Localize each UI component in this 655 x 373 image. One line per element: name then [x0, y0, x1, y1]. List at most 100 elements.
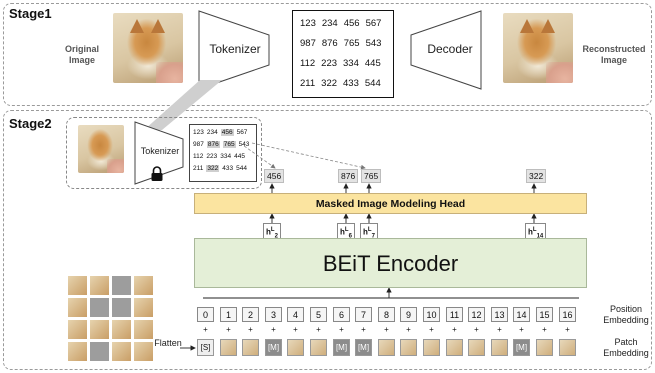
plus-sign: +	[248, 325, 253, 334]
mini-code-value: 322	[206, 164, 220, 172]
mask-token: [M]	[513, 339, 530, 356]
code-value: 234	[321, 17, 338, 29]
start-token: [S]	[197, 339, 214, 356]
plus-sign: +	[452, 325, 457, 334]
position-embedding: 4	[287, 307, 304, 322]
masked-grid-cell	[112, 298, 131, 317]
image-grid-cell	[68, 298, 87, 317]
image-patch	[220, 339, 237, 356]
mask-token: [M]	[265, 339, 282, 356]
mini-code-value: 223	[206, 152, 218, 160]
mini-code-value: 445	[234, 152, 245, 160]
mini-code-value: 433	[222, 164, 234, 172]
hidden-state-layer: L	[532, 227, 537, 233]
lock-icon	[151, 166, 163, 181]
hidden-state-index: 7	[371, 233, 375, 240]
plus-sign: +	[429, 325, 434, 334]
mask-token: [M]	[333, 339, 350, 356]
mini-code-value: 334	[220, 152, 232, 160]
hidden-state-layer: L	[344, 227, 349, 233]
plus-sign: +	[542, 325, 547, 334]
position-embedding: 0	[197, 307, 214, 322]
plus-sign: +	[474, 325, 479, 334]
position-embedding: 13	[491, 307, 508, 322]
image-grid-cell	[134, 298, 153, 317]
code-value: 543	[365, 37, 382, 49]
plus-sign: +	[406, 325, 411, 334]
position-embedding: 3	[265, 307, 282, 322]
position-embedding: 9	[400, 307, 417, 322]
masked-grid-cell	[112, 276, 131, 295]
image-patch	[423, 339, 440, 356]
predicted-token: 876	[338, 169, 359, 183]
plus-sign: +	[384, 325, 389, 334]
mini-code-value: 567	[236, 128, 248, 136]
code-value: 223	[321, 57, 338, 69]
mini-code-value: 123	[193, 128, 204, 136]
image-patch	[310, 339, 327, 356]
image-patch	[400, 339, 417, 356]
plus-sign: +	[497, 325, 502, 334]
code-value: 123	[300, 17, 316, 29]
mask-token: [M]	[355, 339, 372, 356]
image-patch	[242, 339, 259, 356]
hidden-state-layer: L	[270, 227, 275, 233]
hidden-state-symbol: h	[340, 227, 345, 237]
stage1-decoder-label: Decoder	[427, 42, 473, 56]
code-value: 322	[321, 77, 338, 89]
code-value: 445	[364, 57, 381, 69]
code-row: 112 223 334 445	[300, 53, 381, 73]
image-grid-cell	[134, 320, 153, 339]
image-grid-cell	[90, 276, 109, 295]
image-grid-cell	[90, 320, 109, 339]
stage1-panel	[3, 3, 652, 106]
image-grid-cell	[68, 342, 87, 361]
plus-sign: +	[565, 325, 570, 334]
mini-code-value: 876	[206, 140, 220, 148]
image-grid-cell	[112, 342, 131, 361]
code-value: 765	[343, 37, 360, 49]
plus-sign: +	[519, 325, 524, 334]
position-embedding: 14	[513, 307, 530, 322]
code-value: 211	[300, 77, 316, 89]
code-value: 334	[343, 57, 359, 69]
image-patch	[378, 339, 395, 356]
position-embedding: 1	[220, 307, 237, 322]
code-value: 876	[321, 37, 338, 49]
position-embedding: 11	[446, 307, 463, 322]
mini-code-value: 211	[193, 164, 204, 172]
hidden-state-index: 2	[274, 233, 278, 240]
code-value: 544	[364, 77, 381, 89]
hidden-state-layer: L	[367, 227, 372, 233]
hidden-state-symbol: h	[363, 227, 368, 237]
plus-sign: +	[316, 325, 321, 334]
code-value: 112	[300, 57, 316, 69]
mini-code-value: 112	[193, 152, 204, 160]
mini-code-value: 765	[222, 140, 236, 148]
masked-grid-cell	[90, 298, 109, 317]
frozen-tokenizer-panel	[66, 117, 262, 189]
beit-encoder: BEiT Encoder	[194, 238, 587, 288]
plus-sign: +	[203, 325, 208, 334]
plus-sign: +	[361, 325, 366, 334]
stage1-decoder-shape	[410, 10, 482, 90]
hidden-state-index: 6	[348, 233, 352, 240]
stage2-tokenizer-shape	[134, 121, 184, 185]
position-embedding: 2	[242, 307, 259, 322]
image-patch	[446, 339, 463, 356]
position-embedding: 7	[355, 307, 372, 322]
position-embedding: 15	[536, 307, 553, 322]
stage2-input-image	[78, 125, 124, 173]
code-value: 567	[365, 17, 382, 29]
stage2-title: Stage2	[9, 116, 52, 131]
mini-code-value: 543	[238, 140, 250, 148]
